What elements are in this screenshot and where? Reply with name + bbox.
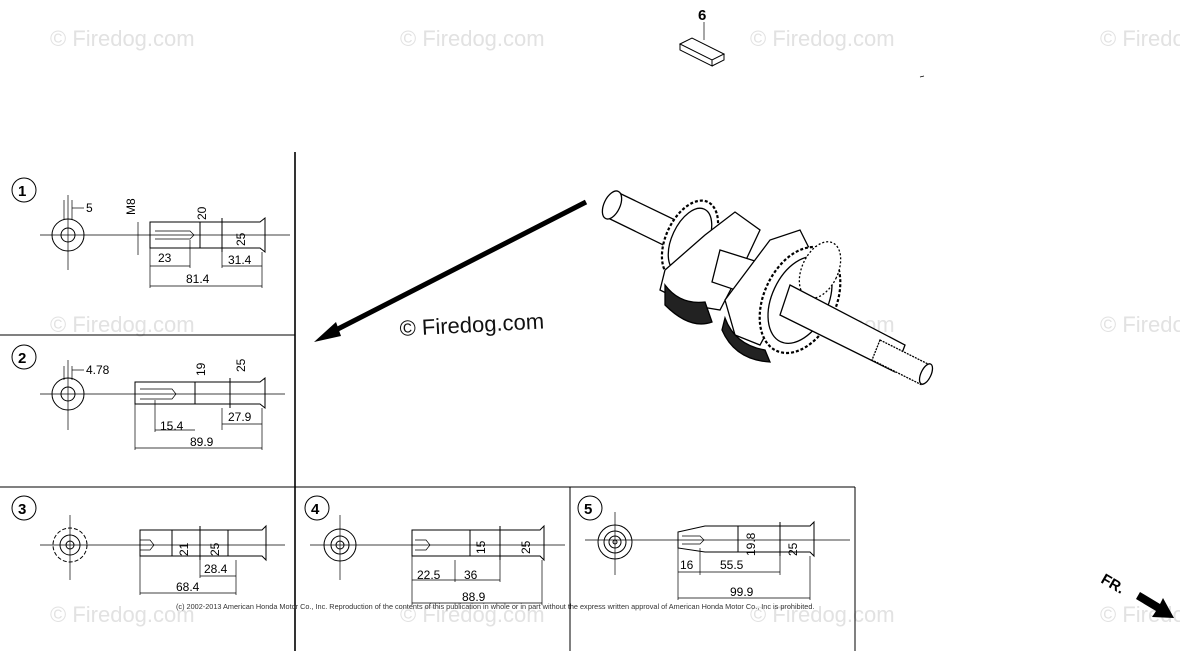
- dim-label: 88.9: [462, 590, 486, 604]
- watermark: © Firedog.com: [750, 602, 895, 627]
- dim-label: 15: [474, 540, 488, 554]
- variant-number: 3: [18, 501, 26, 518]
- variant-5-panel: 5 19.8 25 16 55.5 99.9: [577, 495, 850, 600]
- watermark: © Firedog.com: [750, 26, 895, 51]
- variant-number: 2: [18, 350, 26, 367]
- callout-6: 6: [698, 7, 706, 24]
- panel-frame: [0, 152, 856, 651]
- dim-label: 27.9: [228, 410, 252, 424]
- dim-label: 25: [786, 542, 800, 556]
- dim-label: 31.4: [228, 253, 252, 267]
- leader-arrow: [314, 199, 588, 342]
- dim-label: 21: [177, 542, 191, 556]
- variant-number: 1: [18, 183, 26, 200]
- watermark: © Firedog.com: [50, 312, 195, 337]
- dim-label: 99.9: [730, 585, 754, 599]
- variant-number: 5: [584, 501, 592, 518]
- dim-label: 89.9: [190, 435, 214, 449]
- watermark: © Firedog.com: [50, 602, 195, 627]
- dim-label: 28.4: [204, 562, 228, 576]
- direction-label: FR.: [1098, 571, 1127, 598]
- dim-label: 25: [208, 542, 222, 556]
- dim-label: M8: [124, 198, 138, 215]
- dim-label: 19.8: [744, 532, 758, 556]
- dim-label: 22.5: [417, 568, 441, 582]
- dim-label: 15.4: [160, 419, 184, 433]
- arrow-icon: [1136, 592, 1174, 618]
- dim-label: 16: [680, 558, 694, 572]
- watermark: © Firedog.com: [1100, 312, 1180, 337]
- variant-number: 4: [311, 501, 320, 518]
- watermarks: © Firedog.com © Firedog.com © Firedog.co…: [50, 26, 1180, 627]
- watermark: © Firedog.com: [400, 602, 545, 627]
- brand-label: © Firedog.com: [399, 308, 545, 341]
- crankshaft-illustration: [601, 190, 934, 386]
- dim-label: 36: [464, 568, 478, 582]
- variant-1-panel: 1 5 M8 20 25 23 31.4 81.4: [11, 177, 290, 288]
- dim-label: 19: [194, 362, 208, 376]
- dim-label: 5: [86, 201, 93, 215]
- watermark: © Firedog.com: [400, 26, 545, 51]
- dim-label: 25: [519, 540, 533, 554]
- copyright-notice: (c) 2002-2013 American Honda Motor Co., …: [176, 602, 814, 611]
- watermark: © Firedog.com: [50, 26, 195, 51]
- dim-label: 81.4: [186, 272, 210, 286]
- dim-label: 55.5: [720, 558, 744, 572]
- key-part-6: 6: [678, 7, 726, 67]
- variant-3-panel: 3 21 25 28.4 68.4: [11, 495, 285, 595]
- variant-4-panel: 4 15 25 22.5 36 88.9: [304, 495, 565, 605]
- dim-label: 4.78: [86, 363, 110, 377]
- dim-label: 23: [158, 251, 172, 265]
- variant-2-panel: 2 4.78 19 25 15.4 27.9 89.9: [11, 344, 285, 450]
- watermark: © Firedog.com: [1100, 26, 1180, 51]
- dim-label: 25: [234, 232, 248, 246]
- dim-label: 20: [195, 206, 209, 220]
- dim-label: 68.4: [176, 580, 200, 594]
- dim-label: 25: [234, 358, 248, 372]
